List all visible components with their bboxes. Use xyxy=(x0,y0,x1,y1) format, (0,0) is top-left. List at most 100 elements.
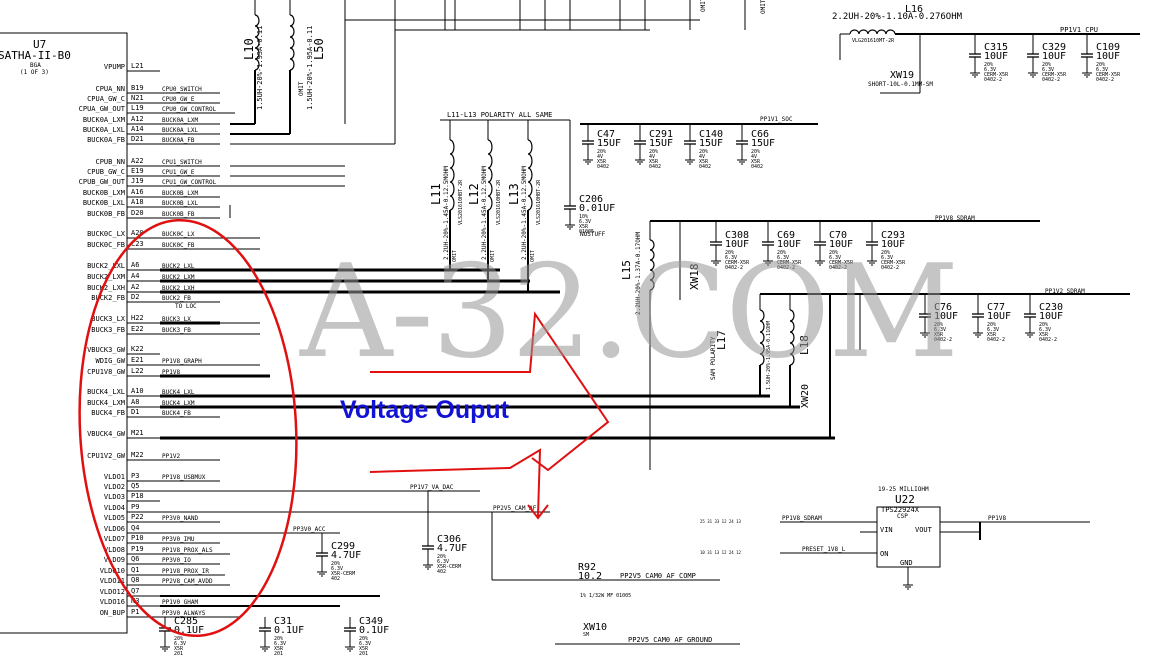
to-loc-label: TO LOC xyxy=(175,303,197,310)
pin-name-buck0c-lx: BUCK0C_LX xyxy=(87,230,126,238)
pin-ball: A18 xyxy=(131,198,144,206)
cap-c349-spec: 20% xyxy=(359,636,368,642)
u22-gnd: GND xyxy=(900,559,913,567)
pin-name-buck2-fb: BUCK2_FB xyxy=(91,294,125,302)
cap-c76-spec: X5R xyxy=(934,332,944,338)
pin-net: BUCK0A_LXM xyxy=(162,117,199,124)
pp2v5-cam-af-label: PP2V5_CAM_AF xyxy=(493,505,537,512)
xw18-ref: XW18 xyxy=(688,264,701,291)
pin-name-buck0b-lxl: BUCK0B_LXL xyxy=(83,199,125,207)
pin-ball: M22 xyxy=(131,451,144,459)
cap-c306-spec: 402 xyxy=(437,569,446,575)
highlight-arrow-lower xyxy=(369,448,542,517)
polarity-note: L11-L13 POLARITY ALL SAME xyxy=(447,111,552,119)
inductor-l11 xyxy=(449,139,455,211)
pin-name-vldo5: VLDO5 xyxy=(104,514,125,522)
pp1v7-va-dac-label: PP1V7_VA_DAC xyxy=(410,484,454,491)
pin-name-cpu1v2-gw: CPU1V2_GW xyxy=(87,452,126,460)
l50-ref: L50 xyxy=(312,38,326,60)
inductor-l17 xyxy=(759,309,765,366)
cap-c306-spec: 6.3V xyxy=(437,559,449,565)
pin-net: PP1V8_GRAPH xyxy=(162,358,202,365)
cap-c315-spec: CERM-X5R xyxy=(984,72,1009,78)
inductor-part: VLS201610HBT-2R xyxy=(536,179,542,225)
pin-name-cpua-nn: CPUA_NN xyxy=(95,85,125,93)
pin-name-cpu1v8-gw: CPU1V8_GW xyxy=(87,368,126,376)
cap-c293-value: 10UF xyxy=(881,239,905,250)
cap-c66-ref: C66 xyxy=(751,129,769,140)
preset-label: PRESET_1V8_L xyxy=(802,546,846,553)
pin-name-buck2-lxm: BUCK2_LXM xyxy=(87,273,125,281)
pin-name-vldo4: VLDO4 xyxy=(104,504,125,512)
l15-ref: L15 xyxy=(620,260,633,280)
xw19-ref: XW19 xyxy=(890,70,914,81)
u22-vin: VIN xyxy=(880,526,893,534)
pin-net: PP1V8 xyxy=(162,369,180,376)
cap-c31-spec: 6.3V xyxy=(274,641,286,647)
cap-c31-ref: C31 xyxy=(274,616,292,627)
cap-c77-spec: 6.3V xyxy=(987,327,999,333)
pin-net: CPU0_GW_E xyxy=(162,96,195,103)
cap-c69-spec: 6.3V xyxy=(777,255,789,261)
pin-ball: P19 xyxy=(131,545,144,553)
pin-ball: A6 xyxy=(131,261,139,269)
cap-c206-value: 0.01UF xyxy=(579,203,615,214)
cap-c315-spec: 6.3V xyxy=(984,67,996,73)
pin-name-vldo11: VLDO11 xyxy=(100,577,125,585)
cap-c69-spec: CERM-X5R xyxy=(777,260,802,266)
pin-name-vldo8: VLDO8 xyxy=(104,546,125,554)
r92-ref: R92 xyxy=(578,562,596,573)
l17-spec: 1.5UH-20%-1.95A-0.11OHM xyxy=(766,321,772,390)
cap-c47-value: 15UF xyxy=(597,138,621,149)
pin-net: BUCK4_LXM xyxy=(162,400,195,407)
cap-c299-spec: X5R-CERM xyxy=(331,571,355,577)
pin-net: CPU1_GW_E xyxy=(162,169,195,176)
cap-c329-spec: 6.3V xyxy=(1042,67,1054,73)
pin-net: BUCK4_FB xyxy=(162,410,191,417)
pin-net: BUCK2_FB xyxy=(162,295,191,302)
cap-c285-value: 0.1UF xyxy=(174,625,204,636)
cap-c76-value: 10UF xyxy=(934,311,958,322)
cap-c66-spec: 4V xyxy=(751,154,757,160)
pin-net: BUCK0B_LXM xyxy=(162,190,199,197)
cap-c70-spec: 20% xyxy=(829,250,838,256)
l10-spec: 1.5UH-20%-1.95A-0.11 xyxy=(256,26,264,110)
pin-ball: Q8 xyxy=(131,576,139,584)
l15-spec: 2.2UH-20%-1.37A-0.17OHM xyxy=(635,232,642,315)
cap-c77-ref: C77 xyxy=(987,302,1005,313)
l18-ref: L18 xyxy=(798,335,811,355)
pin-net: BUCK0A_LXL xyxy=(162,127,199,134)
cap-c315-value: 10UF xyxy=(984,51,1008,62)
chip-ref: U7 xyxy=(33,38,46,51)
l16-ref: L16 xyxy=(905,4,923,15)
pin-net: BUCK0B_FB xyxy=(162,211,195,218)
pp3v0-acc-label: PP3V0_ACC xyxy=(293,526,326,533)
cap-c329-spec: CERM-X5R xyxy=(1042,72,1067,78)
cap-c77-value: 10UF xyxy=(987,311,1011,322)
cap-c69-spec: 0402-2 xyxy=(777,265,795,271)
pin-ball: L19 xyxy=(131,104,144,112)
xw20-ref: XW20 xyxy=(800,384,811,408)
pin-name-vldo16: VLDO16 xyxy=(100,598,125,606)
pin-ball: P22 xyxy=(131,513,144,521)
cap-c109-spec: 0402-2 xyxy=(1096,77,1114,83)
u22-on: ON xyxy=(880,550,888,558)
pin-net: BUCK0B_LXL xyxy=(162,200,199,207)
cap-c77-spec: 20% xyxy=(987,322,996,328)
cap-c308-spec: 20% xyxy=(725,250,734,256)
pin-name-buck4-fb: BUCK4_FB xyxy=(91,409,125,417)
cap-c230-spec: 6.3V xyxy=(1039,327,1051,333)
pp1v8-sdram-label: PP1V8_SDRAM xyxy=(935,215,975,222)
cap-c293-ref: C293 xyxy=(881,230,905,241)
inductor-spec: 2.2UH-20%-1.45A-0.12.5MOHM xyxy=(481,166,488,260)
pin-net: PP3V0_NAND xyxy=(162,515,199,522)
pin-ball: E19 xyxy=(131,167,144,175)
pp2v5-cam0-af-comp-label: PP2V5_CAM0_AF_COMP xyxy=(620,572,696,580)
cap-c69-spec: 20% xyxy=(777,250,786,256)
omit-label: OMIT xyxy=(700,0,707,12)
cap-c206-spec: 6.3V xyxy=(579,219,591,225)
pin-ball: K22 xyxy=(131,345,144,353)
pin-net: BUCK3_LX xyxy=(162,316,191,323)
cap-c70-spec: 6.3V xyxy=(829,255,841,261)
cap-c47-spec: 20% xyxy=(597,149,606,155)
